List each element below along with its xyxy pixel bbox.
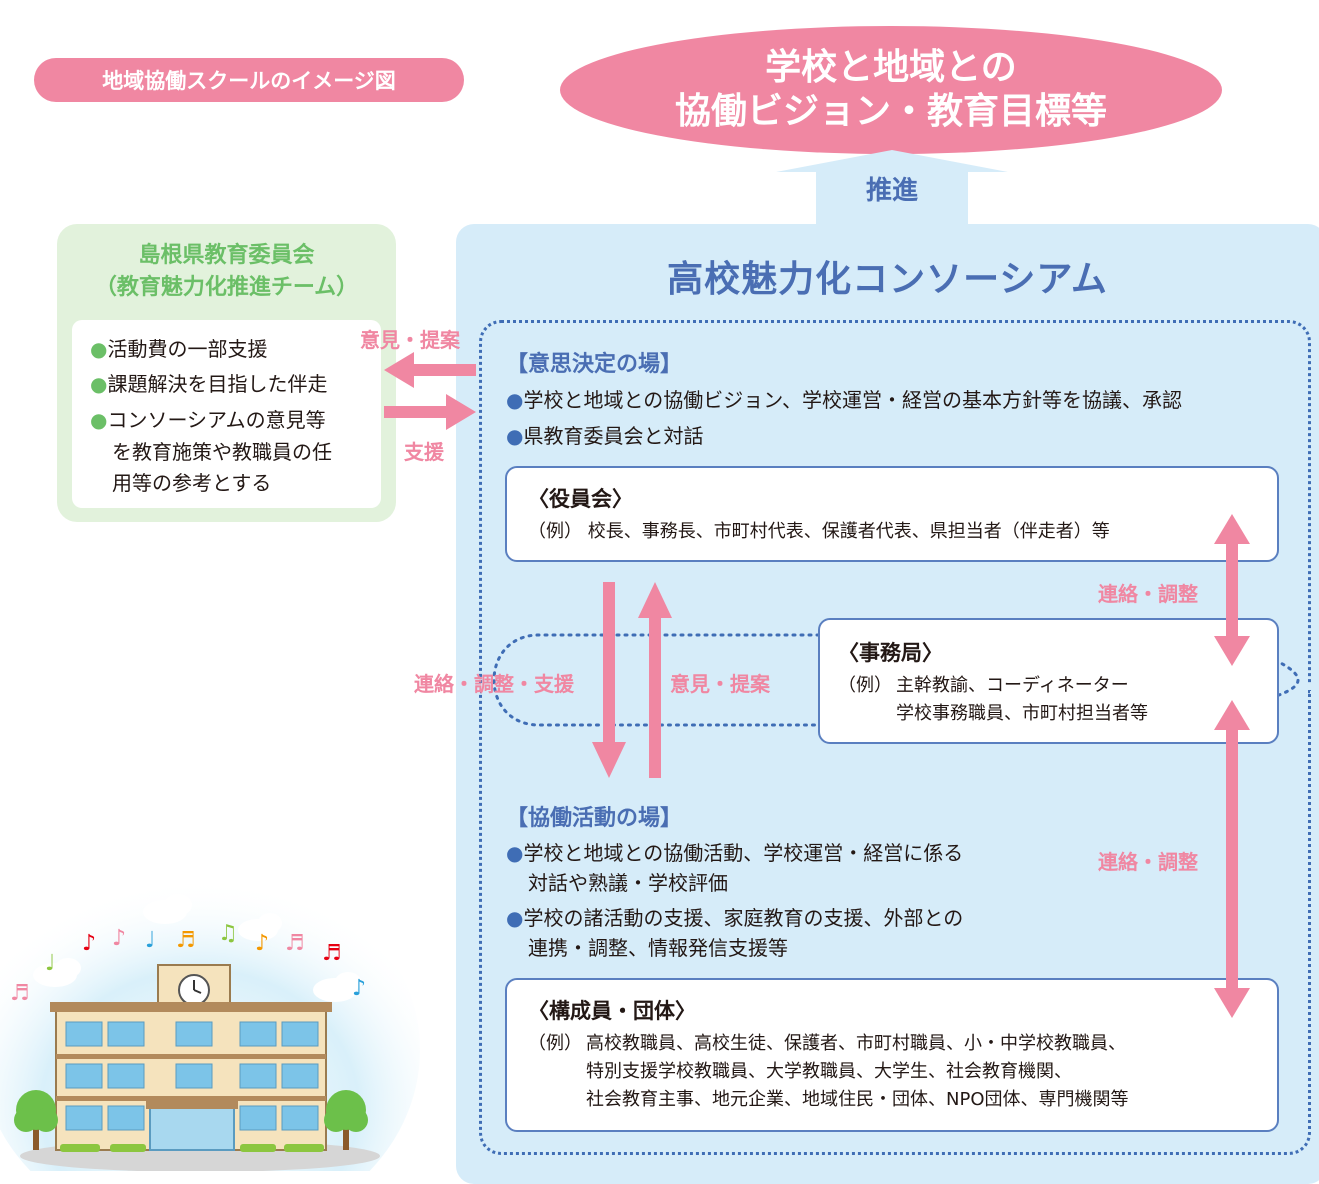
board-of-education-title-line2: （教育魅力化推進チーム） (94, 275, 359, 300)
collab-bullet-1: ●学校と地域との協働活動、学校運営・経営に係る (506, 838, 963, 868)
up-arrow-label: 意見・提案 (670, 672, 770, 696)
svg-text:♬: ♬ (10, 981, 30, 1006)
board-item-3: ●コンソーシアムの意見等 (90, 404, 326, 437)
diagram-title: 地域協働スクールのイメージ図 (102, 69, 396, 93)
collab-heading: 【協働活動の場】 (506, 806, 683, 831)
svg-text:♪: ♪ (255, 931, 269, 956)
collab-bullet-2: ●学校の諸活動の支援、家庭教育の支援、外部との (506, 903, 963, 933)
right-arrow (384, 394, 476, 430)
left-arrow (384, 352, 476, 388)
board-item-3-line1: コンソーシアムの意見等 (107, 408, 326, 432)
right-arrow-label-bottom: 連絡・調整 (1098, 850, 1198, 874)
consortium-title: 高校魅力化コンソーシアム (667, 259, 1108, 300)
promote-label: 推進 (865, 176, 918, 206)
promote-arrow (776, 150, 1008, 230)
office-dotted-loop (492, 633, 1300, 727)
board-item-2-text: 課題解決を目指した伴走 (107, 372, 328, 396)
svg-text:♫: ♫ (218, 921, 238, 946)
collab-bullet-2-line1: 学校の諸活動の支援、家庭教育の支援、外部との (523, 906, 964, 930)
svg-text:♩: ♩ (45, 951, 55, 976)
members-line2: 特別支援学校教職員、大学教職員、大学生、社会教育機関、 (586, 1061, 1072, 1082)
board-item-1-text: 活動費の一部支援 (107, 337, 268, 361)
decision-bullet-2-text: 県教育委員会と対話 (523, 424, 704, 448)
double-arrow-board-office (1214, 514, 1250, 666)
office-box (818, 618, 1279, 744)
board-title: 〈役員会〉 (528, 487, 633, 511)
collab-bullet-2-line2: 連携・調整、情報発信支援等 (528, 936, 788, 960)
board-item-2: ●課題解決を目指した伴走 (90, 368, 327, 401)
board-of-education-title-line1: 島根県教育委員会 (138, 243, 315, 268)
decision-area-outline (479, 320, 1311, 683)
down-arrow-label: 連絡・調整・支援 (414, 672, 574, 696)
vision-line1: 学校と地域との (765, 47, 1017, 88)
down-arrow (592, 582, 626, 778)
decision-bullet-1-text: 学校と地域との協働ビジョン、学校運営・経営の基本方針等を協議、承認 (523, 388, 1183, 412)
bullet-dot-icon: ● (90, 408, 108, 432)
svg-text:♬: ♬ (322, 941, 342, 966)
bullet-dot-icon: ● (506, 424, 524, 448)
office-example-prefix: （例） (838, 675, 892, 696)
svg-text:♪: ♪ (82, 931, 96, 956)
board-box (505, 466, 1279, 562)
school-illustration: ♬ ♩ ♪ ♪ ♩ ♬ ♫ ♪ ♬ ♬ ♪ (0, 860, 420, 1171)
board-example: （例） 校長、事務長、市町村代表、保護者代表、県担当者（伴走者）等 (528, 518, 1110, 546)
board-item-3-line2: を教育施策や教職員の任 (112, 440, 332, 464)
members-line1: 高校教職員、高校生徒、保護者、市町村職員、小・中学校教職員、 (586, 1033, 1126, 1054)
svg-text:♬: ♬ (285, 931, 305, 956)
collab-bullet-1-line1: 学校と地域との協働活動、学校運営・経営に係る (523, 841, 964, 865)
board-of-education-list (72, 320, 381, 508)
office-line1: 主幹教諭、コーディネーター (896, 675, 1129, 696)
svg-text:♪: ♪ (352, 976, 366, 1001)
board-item-1: ●活動費の一部支援 (90, 333, 267, 366)
board-example-text: 校長、事務長、市町村代表、保護者代表、県担当者（伴走者）等 (587, 521, 1110, 542)
decision-heading: 【意思決定の場】 (506, 352, 683, 377)
svg-text:♪: ♪ (112, 926, 126, 951)
members-box (505, 978, 1279, 1132)
office-line2: 学校事務職員、市町村担当者等 (896, 703, 1148, 724)
collab-area-outline (479, 690, 1311, 1155)
vision-ellipse: 学校と地域との 協働ビジョン・教育目標等 (560, 26, 1222, 154)
board-item-3-line3: 用等の参考とする (112, 471, 272, 495)
decision-bullet-2: ●県教育委員会と対話 (506, 421, 703, 451)
svg-text:♬: ♬ (176, 928, 196, 953)
members-example-prefix: （例） (528, 1033, 582, 1054)
vision-line2: 協働ビジョン・教育目標等 (674, 91, 1107, 132)
right-arrow-label-top: 連絡・調整 (1098, 582, 1198, 606)
bullet-dot-icon: ● (506, 906, 524, 930)
bullet-dot-icon: ● (506, 841, 524, 865)
double-arrow-office-members (1214, 700, 1250, 1018)
up-arrow (638, 582, 672, 778)
svg-text:♩: ♩ (145, 928, 155, 953)
side-support-label: 支援 (404, 440, 444, 464)
members-title: 〈構成員・団体〉 (528, 999, 696, 1023)
members-line3: 社会教育主事、地元企業、地域住民・団体、NPO団体、専門機関等 (586, 1089, 1129, 1110)
decision-bullet-1: ●学校と地域との協働ビジョン、学校運営・経営の基本方針等を協議、承認 (506, 385, 1182, 415)
diagram-title-pill: 地域協働スクールのイメージ図 (34, 58, 464, 102)
board-of-education-title: 島根県教育委員会 （教育魅力化推進チーム） (57, 240, 396, 304)
bullet-dot-icon: ● (90, 337, 108, 361)
office-title: 〈事務局〉 (838, 641, 943, 665)
board-example-prefix: （例） (528, 521, 582, 542)
bullet-dot-icon: ● (90, 372, 108, 396)
side-opinion-label: 意見・提案 (360, 328, 460, 352)
collab-bullet-1-line2: 対話や熟議・学校評価 (528, 871, 728, 895)
bullet-dot-icon: ● (506, 388, 524, 412)
